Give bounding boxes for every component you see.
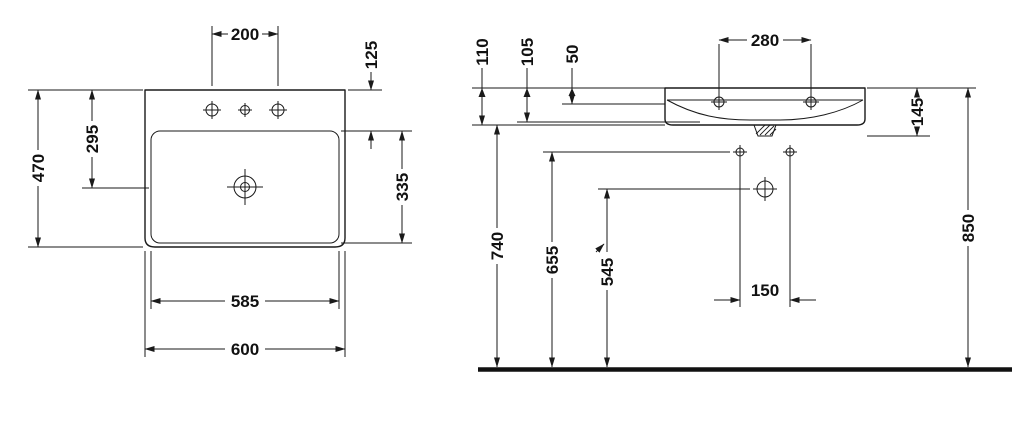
drain-front <box>753 177 777 201</box>
basin-bowl-curve <box>666 99 864 121</box>
tap-hole-center <box>238 103 252 117</box>
fixing-hole-right <box>783 145 797 159</box>
leader-arrow-545 <box>595 243 605 253</box>
dim-fixing-spacing: 150 <box>714 158 816 307</box>
dim-bowl-depth: 335 <box>341 130 412 244</box>
dim-label-655: 655 <box>543 246 562 274</box>
drain-plan <box>227 169 263 205</box>
dim-floor-to-fixing-holes: 655 <box>543 151 562 368</box>
dim-label-50: 50 <box>563 45 582 64</box>
tap-hole-front-right <box>803 94 819 110</box>
fixing-hole-left <box>733 145 747 159</box>
dim-label-105: 105 <box>518 38 537 66</box>
dim-label-850: 850 <box>959 214 978 242</box>
basin-bowl-plan <box>150 130 340 244</box>
dim-height-50: 50 <box>563 45 582 105</box>
dim-height-110: 110 <box>473 38 492 126</box>
dim-floor-to-rim: 850 <box>959 87 978 368</box>
dim-label-110: 110 <box>473 38 492 65</box>
dim-label-585: 585 <box>231 292 259 311</box>
dim-floor-to-basin-bottom: 740 <box>488 124 507 368</box>
basin-outline-plan <box>144 89 346 248</box>
dim-label-280: 280 <box>751 31 779 50</box>
basin-outline-front <box>664 87 866 126</box>
dim-basin-height: 145 <box>908 87 927 137</box>
dim-overall-depth: 470 <box>28 89 143 248</box>
dim-label-600: 600 <box>231 340 259 359</box>
tap-hole-front-left <box>711 94 727 110</box>
dim-label-125: 125 <box>362 41 381 69</box>
dim-label-200: 200 <box>231 25 259 44</box>
dim-label-545: 545 <box>598 258 617 286</box>
dim-bowl-width: 585 <box>150 251 340 311</box>
dim-overall-width: 600 <box>144 251 346 359</box>
dim-floor-to-drain: 545 <box>595 188 617 368</box>
plan-view: 200 125 470 295 <box>28 25 412 359</box>
front-view: 110 105 50 280 145 <box>472 31 1012 372</box>
tap-hole-right <box>269 101 287 119</box>
dim-tap-spacing-plan: 200 <box>211 25 279 86</box>
dim-drain-from-back: 295 <box>82 89 149 189</box>
dim-label-145: 145 <box>908 98 927 126</box>
dim-label-335: 335 <box>393 173 412 201</box>
dim-label-150: 150 <box>751 281 779 300</box>
drain-trap <box>753 124 777 137</box>
dim-label-295: 295 <box>83 125 102 153</box>
tap-hole-left <box>203 101 221 119</box>
dim-height-105: 105 <box>518 38 537 123</box>
dim-label-740: 740 <box>488 232 507 260</box>
dim-tap-spacing-front: 280 <box>718 31 812 96</box>
dim-label-470: 470 <box>29 154 48 182</box>
dim-back-ledge: 125 <box>341 41 412 149</box>
